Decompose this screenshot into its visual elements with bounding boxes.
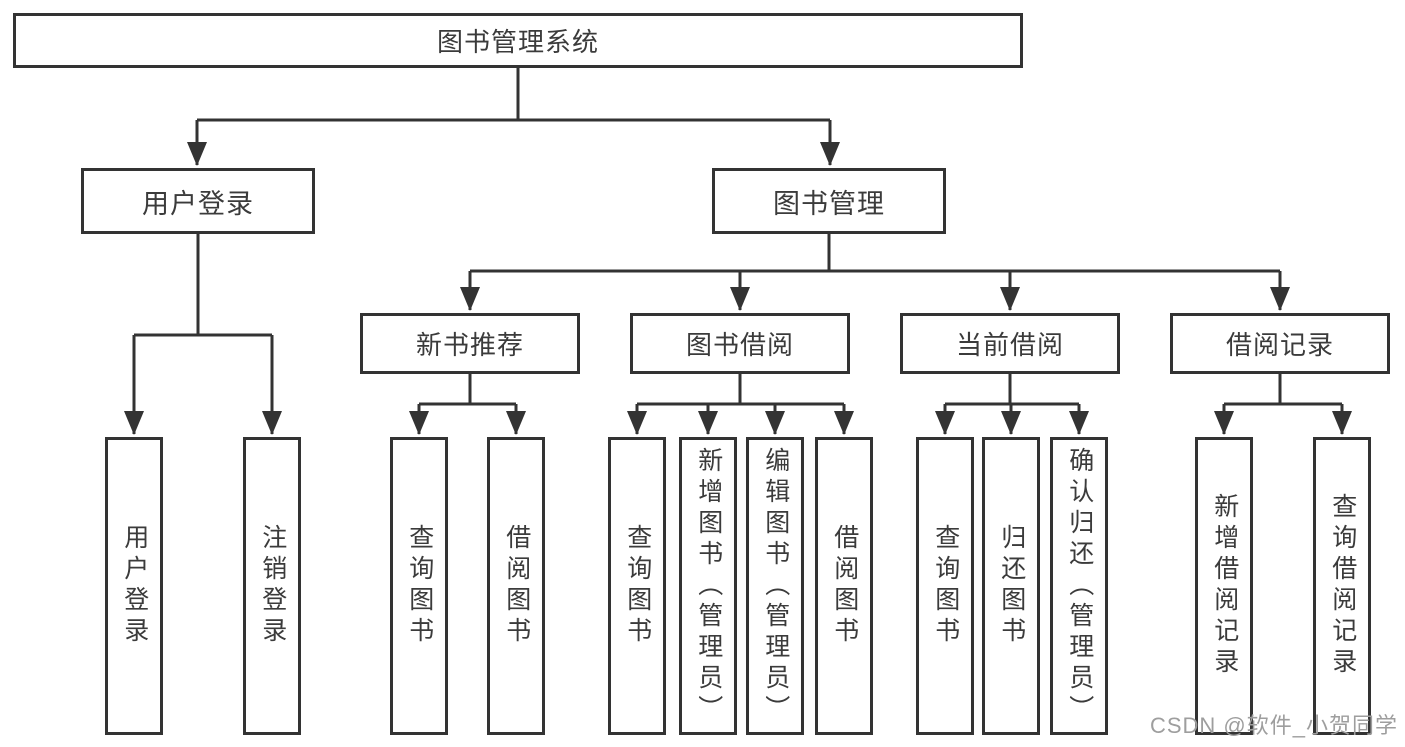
leaf-confirm-return-admin: 确认归还（管理员） [1050, 437, 1108, 735]
leaf-return-book: 归还图书 [982, 437, 1040, 735]
node-current-borrowing: 当前借阅 [900, 313, 1120, 374]
leaf-query-books-borrowing: 查询图书 [608, 437, 666, 735]
node-borrowing-records: 借阅记录 [1170, 313, 1390, 374]
leaf-label: 注销登录 [258, 524, 287, 648]
leaf-add-book-admin: 新增图书（管理员） [679, 437, 737, 735]
leaf-label: 查询图书 [623, 524, 652, 648]
leaf-borrow-books-recommend: 借阅图书 [487, 437, 545, 735]
connector-book-mgmt-to-level3 [460, 234, 1290, 311]
leaf-label: 查询图书 [931, 524, 960, 648]
leaf-label: 借阅图书 [502, 524, 531, 648]
node-label: 图书管理 [773, 188, 885, 219]
connector-current-borrowing-children [935, 374, 1089, 435]
node-label: 图书借阅 [685, 330, 794, 360]
leaf-label: 编辑图书（管理员） [761, 446, 790, 726]
node-label: 图书管理系统 [436, 27, 599, 57]
node-label: 用户登录 [142, 188, 254, 219]
leaf-edit-book-admin: 编辑图书（管理员） [746, 437, 804, 735]
node-label: 新书推荐 [415, 330, 524, 360]
leaf-query-books-recommend: 查询图书 [390, 437, 448, 735]
node-label: 当前借阅 [955, 330, 1064, 360]
connector-borrowing-records-children [1214, 374, 1352, 435]
leaf-label: 确认归还（管理员） [1065, 446, 1094, 726]
node-user-login: 用户登录 [81, 168, 315, 234]
connector-new-book-recommend-children [409, 374, 526, 435]
connector-book-borrowing-children [627, 374, 854, 435]
node-label: 借阅记录 [1225, 330, 1334, 360]
node-book-management: 图书管理 [712, 168, 946, 234]
node-system-root: 图书管理系统 [13, 13, 1023, 68]
leaf-label: 新增借阅记录 [1210, 493, 1239, 679]
leaf-label: 查询图书 [405, 524, 434, 648]
leaf-user-login: 用户登录 [105, 437, 163, 735]
leaf-borrow-books-borrowing: 借阅图书 [815, 437, 873, 735]
leaf-label: 用户登录 [120, 524, 149, 648]
leaf-label: 归还图书 [997, 524, 1026, 648]
node-book-borrowing: 图书借阅 [630, 313, 850, 374]
connector-root-to-level2 [187, 68, 840, 166]
node-new-book-recommend: 新书推荐 [360, 313, 580, 374]
csdn-watermark: CSDN @软件_小贺同学 [1149, 713, 1398, 738]
leaf-logout: 注销登录 [243, 437, 301, 735]
leaf-add-borrow-record: 新增借阅记录 [1195, 437, 1253, 735]
leaf-label: 新增图书（管理员） [694, 446, 723, 726]
leaf-label: 借阅图书 [830, 524, 859, 648]
leaf-query-books-current: 查询图书 [916, 437, 974, 735]
connector-user-login-children [124, 234, 282, 435]
leaf-query-borrow-record: 查询借阅记录 [1313, 437, 1371, 735]
leaf-label: 查询借阅记录 [1328, 493, 1357, 679]
